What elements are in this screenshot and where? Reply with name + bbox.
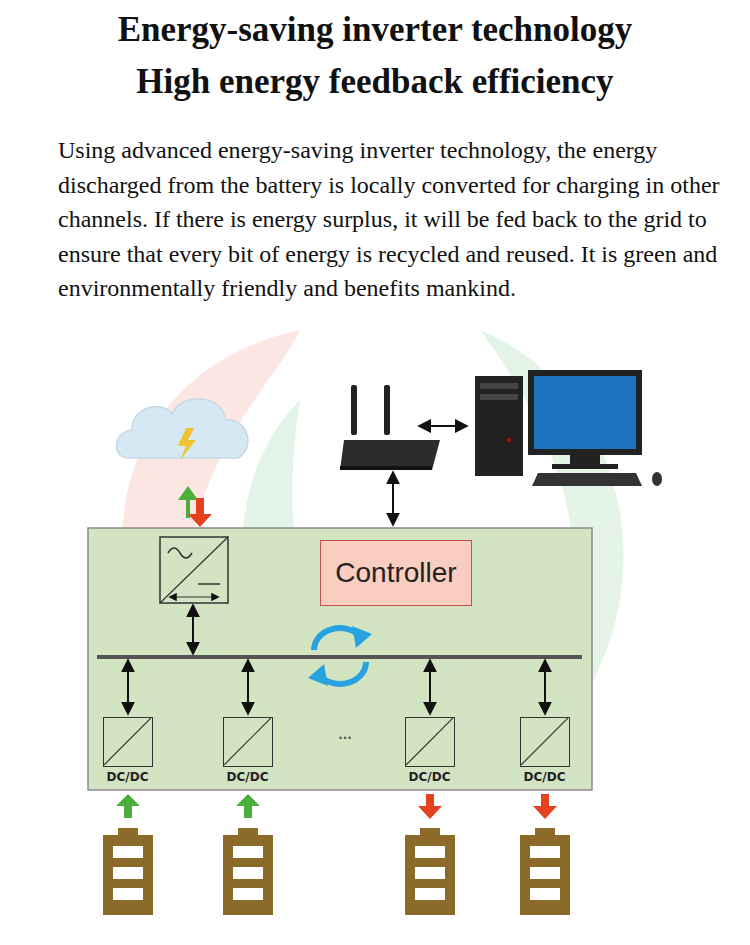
inverter-symbol: [160, 537, 228, 603]
converter-label: DC/DC: [204, 770, 291, 784]
battery-icon: [405, 828, 455, 915]
link-arrow: [247, 661, 249, 713]
cabinet-panel: [88, 528, 592, 790]
link-arrow: [420, 425, 466, 427]
recycle-icon: [308, 664, 328, 686]
converter-label: DC/DC: [501, 770, 588, 784]
controller-box: Controller: [320, 540, 472, 606]
charge-arrow: [116, 794, 140, 818]
converter-label: DC/DC: [386, 770, 473, 784]
battery-icon: [103, 828, 153, 915]
battery-icon: [223, 828, 273, 915]
discharge-arrow: [418, 794, 442, 819]
grid-cloud: [116, 399, 247, 460]
converter-symbol: [521, 718, 568, 765]
dcdc-converter: DC/DC: [103, 717, 153, 767]
link-arrow: [392, 473, 394, 524]
up-arrow: [178, 486, 198, 518]
dcdc-converter: DC/DC: [520, 717, 570, 767]
subtitle: High energy feedback efficiency: [0, 60, 750, 104]
down-arrow: [188, 498, 212, 527]
converter-symbol: [224, 718, 271, 765]
link-arrow: [192, 606, 194, 653]
converter-label: DC/DC: [84, 770, 171, 784]
recycle-icon: [352, 626, 372, 648]
link-arrow: [429, 661, 431, 713]
batteries: [103, 794, 570, 915]
computer-icon: [475, 370, 662, 486]
dcdc-converter: DC/DC: [405, 717, 455, 767]
description: Using advanced energy-saving inverter te…: [58, 133, 722, 306]
converter-symbol: [104, 718, 151, 765]
ellipsis: ...: [330, 728, 360, 742]
dc-bus: [97, 655, 582, 659]
title: Energy-saving inverter technology: [0, 8, 750, 52]
bus-arrows: [128, 661, 545, 713]
router-icon: [340, 385, 440, 470]
controller-label: Controller: [335, 557, 456, 589]
battery-icon: [520, 828, 570, 915]
converter-symbol: [406, 718, 453, 765]
dcdc-converter: DC/DC: [223, 717, 273, 767]
link-arrow: [127, 661, 129, 713]
link-arrow: [544, 661, 546, 713]
charge-arrow: [236, 794, 260, 818]
discharge-arrow: [533, 794, 557, 819]
